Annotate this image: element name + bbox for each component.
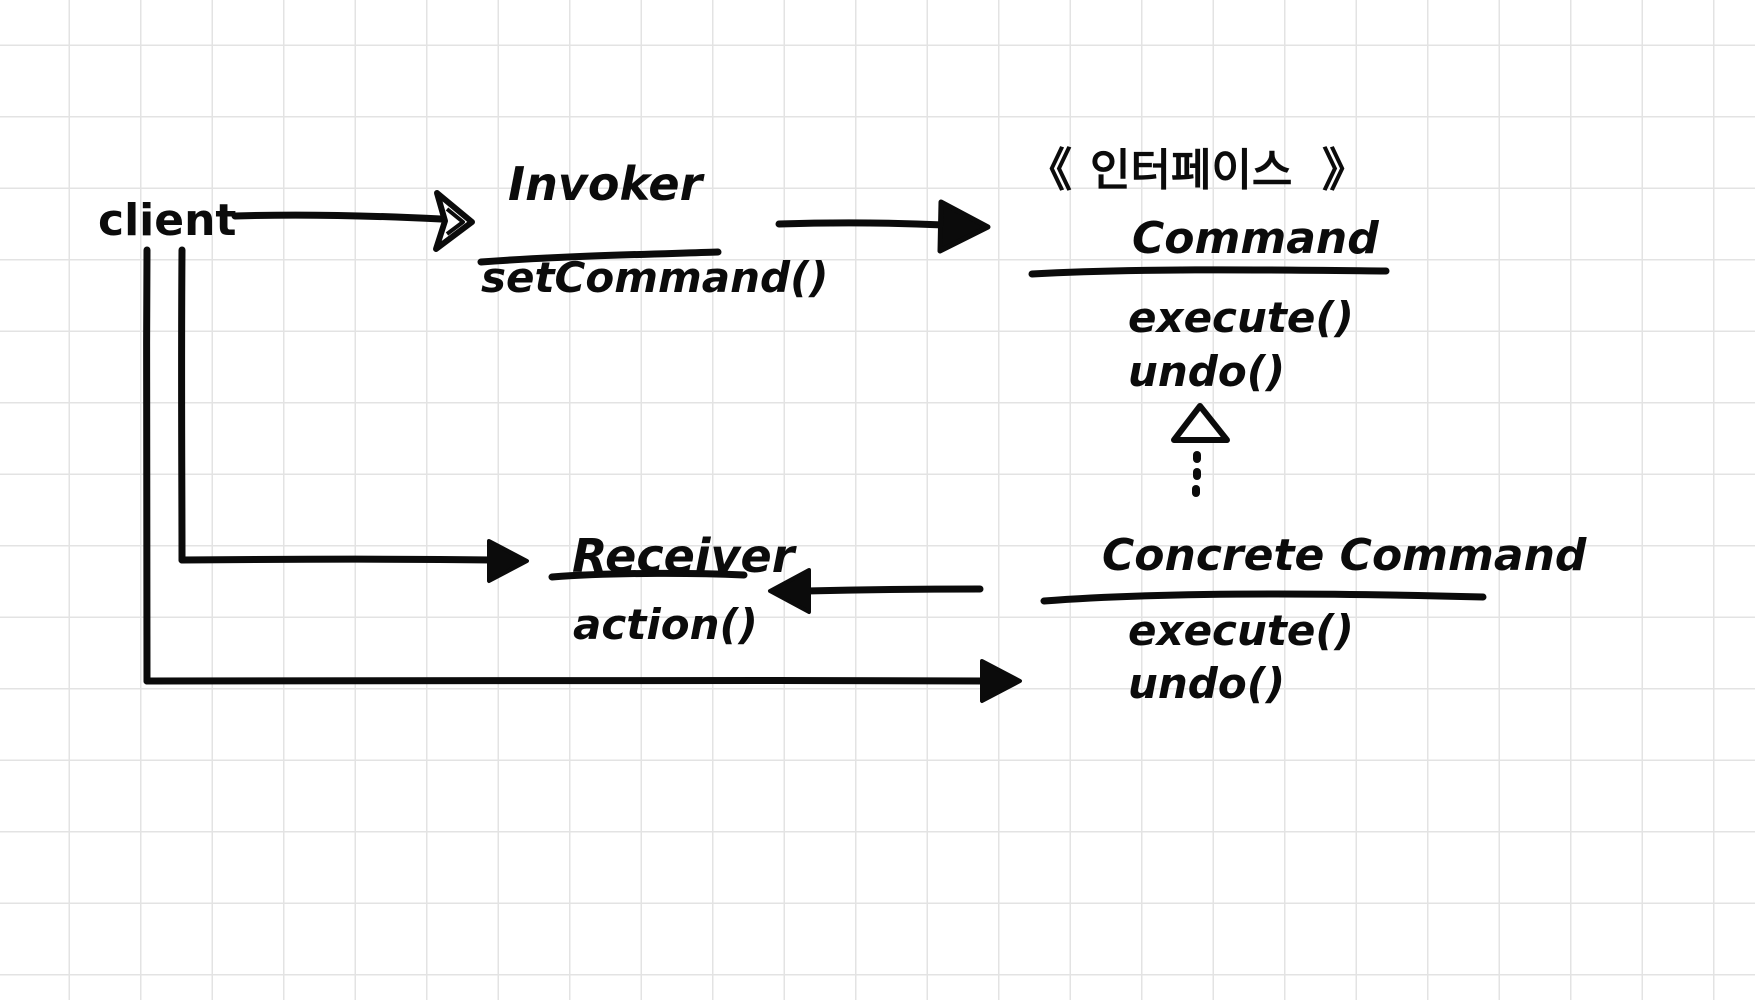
edge-concrete-command-implements-command[interactable] (1171, 403, 1230, 497)
command-stereotype-close: 》 (1322, 143, 1368, 197)
command-separator-line (1028, 266, 1390, 278)
edge-invoker-to-command[interactable] (775, 199, 991, 254)
command-stereotype-text: 인터페이스 (1090, 145, 1292, 196)
concrete-command-member-1: undo() (1128, 659, 1285, 708)
arrowhead-filled-triangle (980, 659, 1022, 703)
edge-concrete-command-to-receiver[interactable] (768, 568, 984, 614)
receiver-member-0: action() (573, 600, 758, 649)
command-stereotype-open: 《 (1026, 143, 1072, 197)
arrowhead-filled-triangle (768, 568, 811, 614)
edge-client-to-concrete-command[interactable] (143, 246, 1022, 703)
arrowhead-filled-triangle (487, 539, 529, 583)
concrete-command-separator-line (1040, 590, 1487, 605)
concrete-command-member-0: execute() (1128, 606, 1354, 655)
arrowhead-filled-triangle (937, 199, 991, 254)
command-title: Command (1132, 213, 1379, 264)
concrete-command-title: Concrete Command (1102, 530, 1587, 581)
receiver-title: Receiver (572, 529, 798, 583)
dashed-stem (1192, 451, 1201, 497)
edge-client-to-invoker[interactable] (231, 190, 475, 252)
invoker-separator-line (477, 248, 722, 266)
receiver-separator-line (548, 569, 748, 581)
client-label: client (98, 195, 236, 246)
edge-client-to-receiver[interactable] (178, 246, 529, 583)
arrowhead-open-triangle (433, 190, 475, 252)
invoker-title: Invoker (508, 157, 706, 211)
command-member-0: execute() (1128, 293, 1354, 342)
command-member-1: undo() (1128, 347, 1285, 396)
arrowhead-hollow-triangle (1171, 403, 1230, 443)
invoker-member-0: setCommand() (481, 253, 828, 302)
arrowhead-inner-mark (445, 207, 465, 236)
